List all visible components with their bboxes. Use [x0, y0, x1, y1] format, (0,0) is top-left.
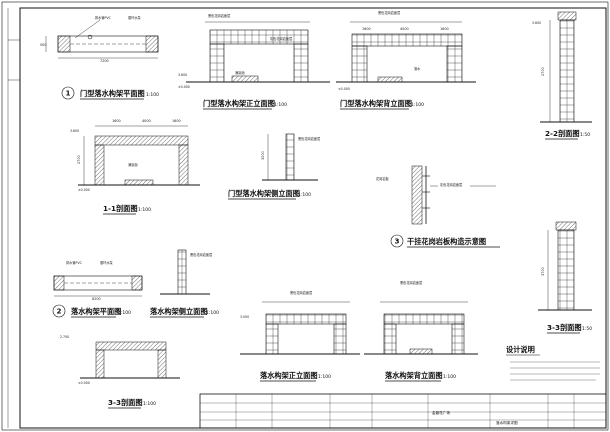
sec11-scale: 1:100 [138, 207, 151, 213]
wf-plan-dim: 6200 [92, 297, 101, 301]
gate-front-stone-note: 黑色花岗岩面层 [208, 13, 230, 18]
gate-back-scale: 1:100 [411, 102, 424, 108]
gate-plan-view: 排水管PVC 循环水泵 7200 500 [40, 15, 159, 63]
sec33l-title-text: 3-3剖面图 [108, 398, 143, 407]
wf-front-level: 3.000 [240, 315, 249, 319]
title-block: 金鼎花广场 落水构架详图 [199, 393, 607, 429]
sec11-dim-c: 1600 [172, 119, 181, 123]
sec11-pool: 涌泉面 [128, 162, 138, 167]
gate-side-elevation: 黑色花岗岩面层 3000 [261, 133, 320, 181]
wf-front-title: 落水构架正立面图 1:100 [260, 371, 331, 382]
gate-side-dim: 3000 [261, 151, 265, 160]
design-notes: 设计说明 [506, 345, 600, 381]
section-22: 2700 3.600 [532, 11, 592, 123]
sec33r-title-text: 3-3剖面图 [547, 323, 582, 332]
section-33-left: 2.700 ±0.000 [60, 335, 180, 385]
dry-hang-title: 3 干挂花岗岩板构造示意图 [390, 234, 500, 248]
dry-hang-stone-b: 灰色花岗岩面层 [440, 182, 462, 187]
sec22-scale: 1:50 [580, 132, 590, 138]
wf-side-stone-note: 黑色花岗岩面层 [190, 252, 212, 257]
section-11: 3.600 1600 4000 1600 涌泉面 2700 ±0.000 [70, 119, 200, 192]
sec33r-dim: 3700 [541, 267, 545, 276]
section-33-left-title: 3-3剖面图 1:100 [108, 398, 156, 409]
sec22-level: 3.600 [532, 21, 541, 25]
section-22-title: 2-2剖面图 1:50 [545, 129, 590, 140]
section-33-right-title: 3-3剖面图 1:50 [547, 323, 592, 334]
design-notes-title: 设计说明 [506, 345, 535, 354]
sec33l-level: 2.700 [60, 335, 69, 339]
sec11-dim-b: 4000 [142, 119, 151, 123]
gate-side-title-text: 门型落水构架侧立面图 [228, 189, 300, 198]
gate-plan-dim: 7200 [100, 59, 109, 63]
gate-side-title: 门型落水构架侧立面图 1:100 [228, 189, 311, 200]
gate-back-dim-a: 1600 [362, 27, 371, 31]
section-33-right: 3700 [538, 221, 592, 311]
dry-hang-title-text: 干挂花岗岩板构造示意图 [407, 237, 486, 246]
wf-front-title-text: 落水构架正立面图 [260, 371, 318, 380]
wf-side-title-text: 落水构架侧立面图 [150, 307, 208, 316]
wf-plan-view: 排水管PVC 循环水泵 6200 [53, 260, 143, 301]
sec11-title-text: 1-1剖面图 [103, 204, 138, 213]
wf-front-scale: 1:100 [318, 374, 331, 380]
gate-front-level: 3.600 [178, 73, 187, 77]
gate-front-scale: 1:100 [274, 102, 287, 108]
sec11-zero: ±0.000 [78, 188, 90, 192]
sec22-dim: 2700 [541, 67, 545, 76]
wf-back-stone-note: 黑色花岗岩面层 [400, 280, 422, 285]
wf-back-title-text: 落水构架背立面图 [385, 371, 443, 380]
pvc-note: 排水管PVC [95, 15, 112, 20]
gate-plan-dim-side: 500 [40, 43, 46, 47]
drawing-name: 落水构架详图 [496, 420, 518, 425]
wf-side-scale: 1:100 [206, 310, 219, 316]
gate-back-fall-note: 落水 [414, 66, 421, 71]
circle-num-2: 2 [57, 307, 62, 316]
wf-back-title: 落水构架背立面图 1:100 [385, 371, 456, 382]
gate-back-title: 门型落水构架背立面图 1:100 [340, 99, 424, 110]
gate-back-elevation: 黑色花岗岩面层 1600 4000 1600 落水 ±0.000 [336, 10, 476, 91]
gate-back-title-text: 门型落水构架背立面图 [340, 99, 412, 108]
sec22-title-text: 2-2剖面图 [545, 129, 580, 138]
gate-front-stone-b: 灰色花岗岩面层 [270, 36, 292, 41]
wf-back-scale: 1:100 [443, 374, 456, 380]
sec11-level: 3.600 [70, 129, 79, 133]
gate-front-zero: ±0.000 [178, 85, 190, 89]
pump-note: 循环水泵 [128, 15, 142, 20]
gate-front-pool-note: 涌泉面 [235, 70, 245, 75]
wf-plan-pump: 循环水泵 [100, 260, 114, 265]
gate-back-stone-note: 黑色花岗岩面层 [378, 10, 400, 15]
wf-plan-scale: 1:100 [118, 310, 131, 316]
gate-back-dim-b: 4000 [400, 27, 409, 31]
wf-front-elevation: 黑色花岗岩面层 3.000 [240, 290, 360, 355]
sec33r-scale: 1:50 [582, 326, 592, 332]
sec33l-scale: 1:100 [143, 401, 156, 407]
gate-front-title: 门型落水构架正立面图 1:100 [203, 99, 287, 110]
section-11-title: 1-1剖面图 1:100 [103, 204, 151, 215]
wf-front-stone-note: 黑色花岗岩面层 [290, 290, 312, 295]
wf-plan-title-text: 落水构架平面图 [71, 307, 121, 316]
wf-back-elevation: 黑色花岗岩面层 [364, 280, 478, 355]
gate-back-zero: ±0.000 [338, 87, 350, 91]
gate-side-stone-note: 黑色花岗岩面层 [298, 136, 320, 141]
sec11-dim-h: 2700 [77, 155, 81, 164]
sec11-dim-a: 1600 [112, 119, 121, 123]
wf-plan-pvc: 排水管PVC [66, 260, 83, 265]
project-name: 金鼎花广场 [432, 410, 450, 415]
gate-front-title-text: 门型落水构架正立面图 [203, 99, 275, 108]
circle-num-3: 3 [395, 237, 400, 246]
wf-plan-title: 2 落水构架平面图 1:100 [52, 304, 131, 318]
wf-side-elevation: 黑色花岗岩面层 [160, 249, 212, 295]
dry-hang-detail: 花岗岩板 灰色花岗岩面层 [376, 165, 496, 225]
gate-side-scale: 1:100 [298, 192, 311, 198]
gate-plan-title: 1 门型落水构架平面图 1:100 [61, 86, 159, 100]
gate-front-elevation: 黑色花岗岩面层 涌泉面 3.600 ±0.000 灰色花岗岩面层 [178, 13, 330, 89]
gate-back-dim-c: 1600 [440, 27, 449, 31]
circle-num-1: 1 [66, 89, 71, 98]
gate-plan-scale: 1:100 [146, 92, 159, 98]
wf-side-title: 落水构架侧立面图 1:100 [150, 307, 219, 318]
dry-hang-stone-note: 花岗岩板 [376, 176, 390, 181]
sec33l-zero: ±0.000 [78, 381, 90, 385]
gate-plan-title-text: 门型落水构架平面图 [80, 89, 145, 98]
